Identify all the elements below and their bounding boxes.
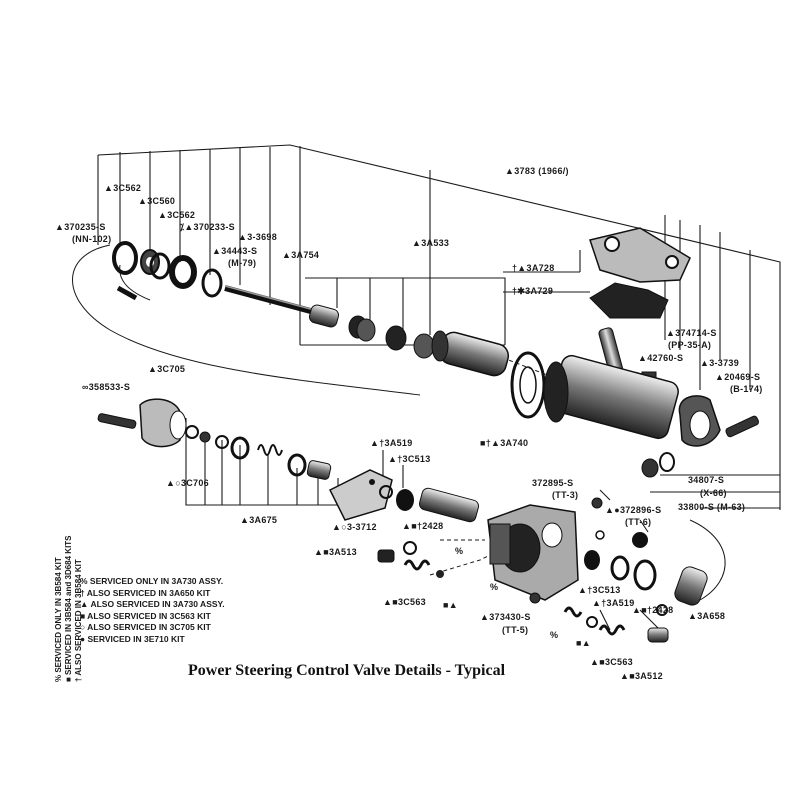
leader-lines — [97, 144, 781, 631]
label-3c560: ▲3C560 — [138, 196, 176, 206]
washer-3c562 — [149, 252, 171, 280]
label-374714: ▲374714-S — [666, 328, 717, 338]
small-parts-right — [584, 497, 708, 606]
spool-assembly — [379, 485, 480, 523]
label-3a513: ▲■3A513 — [314, 547, 357, 557]
label-3a519-b: ▲†3A519 — [592, 598, 635, 608]
legend: % SERVICED ONLY IN 3A730 ASSY. † ALSO SE… — [80, 576, 225, 645]
label-42760: ▲42760-S — [638, 353, 684, 363]
gasket-3a740 — [510, 351, 546, 419]
piston-rings — [348, 315, 435, 359]
bracket-3a728 — [589, 227, 691, 283]
legend-item: † ALSO SERVICED IN 3A650 KIT — [80, 587, 211, 598]
spring-3a675 — [257, 444, 283, 456]
bolt-358533 — [97, 413, 137, 429]
label-3a675: ▲3A675 — [240, 515, 278, 525]
diagram-title: Power Steering Control Valve Details - T… — [188, 662, 506, 679]
legend-item: ● SERVICED IN 3E710 KIT — [80, 633, 185, 644]
label-33800: 33800-S (M-63) — [678, 502, 746, 512]
label-372896: ▲●372896-S — [605, 505, 662, 515]
label-358533: ∞358533-S — [82, 382, 131, 392]
label-3a658: ▲3A658 — [688, 611, 726, 621]
valve-sleeve-3a533 — [431, 330, 510, 377]
washer-plug — [287, 453, 332, 480]
label-3c563-a: ▲■3C563 — [383, 597, 426, 607]
valve-body-3a730 — [487, 504, 579, 601]
label-3a740: ■†▲3A740 — [480, 438, 529, 448]
label-373430-code: (TT-5) — [502, 625, 529, 635]
seal-ring-370235 — [112, 241, 138, 275]
label-34443-code: (M-79) — [228, 258, 257, 268]
label-370235-code: (NN-102) — [72, 234, 112, 244]
clamp-3-3739 — [678, 395, 721, 447]
label-3c705: ▲3C705 — [148, 364, 186, 374]
ring-370233 — [201, 268, 223, 298]
label-3a533: ▲3A533 — [412, 238, 450, 248]
label-3c513-a: ▲†3C513 — [388, 454, 431, 464]
legend-item: % SERVICED ONLY IN 3A730 ASSY. — [80, 576, 224, 586]
clamp-3a729 — [589, 282, 669, 319]
label-3-3739: ▲3-3739 — [700, 358, 740, 368]
sleeve-3a754 — [308, 304, 340, 328]
label-34807-code: (X-66) — [700, 488, 727, 498]
label-3c562-a: ▲3C562 — [104, 183, 142, 193]
label-372895-code: (TT-3) — [552, 490, 579, 500]
label-372895: 372895-S — [532, 478, 574, 488]
label-3c513-b: ▲†3C513 — [578, 585, 621, 595]
label-34443: ▲34443-S — [212, 246, 258, 256]
nut-34807 — [641, 452, 675, 478]
legend-item: ■ ALSO SERVICED IN 3C563 KIT — [80, 610, 211, 621]
side-notes: % SERVICED ONLY IN 3B584 KIT ■ SERVICED … — [54, 535, 84, 682]
label-3c563-b: ▲■3C563 — [590, 657, 633, 667]
side-note: † ALSO SERVICED IN 3B584 KIT — [74, 559, 83, 682]
seal-3c562 — [169, 255, 197, 289]
marker-square-1: ■▲ — [443, 600, 458, 610]
marker-percent-1: % — [455, 546, 464, 556]
label-374714-code: (PP-35-A) — [668, 340, 712, 350]
marker-percent-2: % — [490, 582, 499, 592]
label-3a729: †✱3A729 — [512, 286, 554, 296]
label-20469-code: (B-174) — [730, 384, 763, 394]
label-372896-code: (TT-6) — [625, 517, 652, 527]
legend-item: ▲ ALSO SERVICED IN 3A730 ASSY. — [80, 599, 225, 609]
label-3783: ▲3783 (1966/) — [505, 166, 569, 176]
label-3c562-b: ▲3C562 — [158, 210, 196, 220]
label-373430: ▲373430-S — [480, 612, 531, 622]
legend-item: ○ ALSO SERVICED IN 3C705 KIT — [80, 622, 211, 632]
lower-left-parts — [377, 541, 444, 578]
label-2428-a: ▲■†2428 — [402, 521, 444, 531]
retaining-pin — [116, 285, 138, 301]
marker-percent-3: % — [550, 630, 559, 640]
label-34807: 34807-S — [688, 475, 725, 485]
side-note: ■ SERVICED IN 3B584 and 3D684 KITS — [64, 535, 73, 682]
cap-3c705 — [139, 398, 187, 448]
label-3c706: ▲○3C706 — [166, 478, 209, 488]
valve-spool-rod — [224, 285, 319, 316]
label-2428-b: ▲■†2428 — [632, 605, 674, 615]
marker-square-2: ■▲ — [576, 638, 591, 648]
label-20469: ▲20469-S — [715, 372, 761, 382]
side-note: % SERVICED ONLY IN 3B584 KIT — [54, 557, 63, 682]
label-3a512: ▲■3A512 — [620, 671, 663, 681]
label-3a519-a: ▲†3A519 — [370, 438, 413, 448]
label-370233: ⁒▲370233-S — [180, 222, 235, 232]
label-3a754: ▲3A754 — [282, 250, 320, 260]
small-rings — [185, 425, 250, 460]
assembly-outline — [72, 244, 726, 601]
label-3-3712: ▲○3-3712 — [332, 522, 377, 532]
valve-housing-sleeve — [543, 354, 679, 440]
cover-3-3712 — [328, 469, 393, 521]
label-370235: ▲370235-S — [55, 222, 106, 232]
bolt-20469 — [725, 415, 760, 438]
label-3a728: †▲3A728 — [512, 263, 555, 273]
label-3-3698: ▲3-3698 — [238, 232, 278, 242]
lower-right-parts — [529, 592, 669, 643]
